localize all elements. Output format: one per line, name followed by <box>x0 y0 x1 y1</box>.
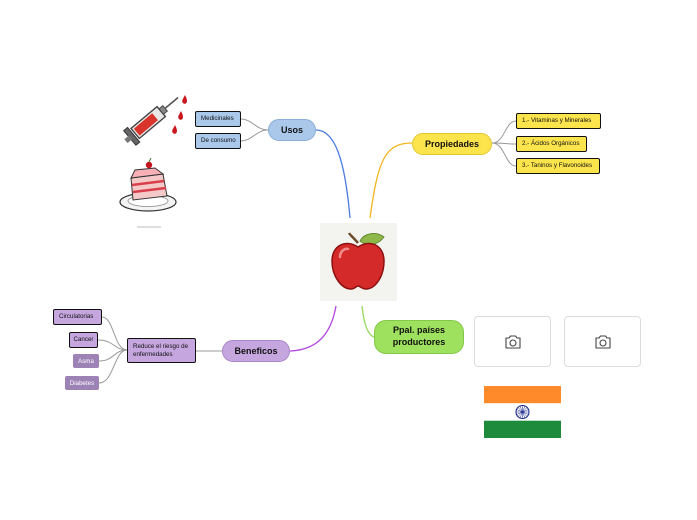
subtopic-medicinales[interactable]: Medicinales <box>195 111 241 127</box>
subtopic-asma[interactable]: Asma <box>73 354 99 368</box>
link-productores <box>361 305 375 338</box>
camera-icon <box>504 334 521 349</box>
subtopic-taninos[interactable]: 3.- Taninos y Flavonoides <box>516 158 600 174</box>
link-circulatorias <box>101 316 128 351</box>
topic-productores[interactable]: Ppal. países productores <box>374 320 464 354</box>
link-taninos <box>491 142 517 167</box>
link-usos <box>315 129 351 219</box>
subtopic-acidos-label: 2.- Ácidos Orgánicos <box>522 140 580 148</box>
subtopic-vitaminas-label: 1.- Vitaminas y Minerales <box>522 117 592 125</box>
subtopic-de-consumo[interactable]: De consumo <box>195 133 241 149</box>
topic-productores-label: Ppal. países productores <box>392 325 446 347</box>
topic-beneficos[interactable]: Beneficos <box>222 340 290 362</box>
topic-usos-label: Usos <box>280 125 303 135</box>
link-de-consumo <box>240 129 269 142</box>
link-vitaminas <box>491 120 517 144</box>
subtopic-circulatorias[interactable]: Circulatorias <box>53 309 102 325</box>
subtopic-diabetes-label: Diabetes <box>69 379 95 387</box>
photo-placeholder-2[interactable] <box>564 316 641 367</box>
subtopic-cancer[interactable]: Cancer <box>69 332 98 348</box>
cake-image[interactable] <box>115 157 182 230</box>
subtopic-reduce-riesgo[interactable]: Reduce el riesgo de enfermedades <box>127 338 196 363</box>
cake-icon <box>119 157 177 228</box>
syringe-image[interactable] <box>117 83 192 151</box>
subtopic-circulatorias-label: Circulatorias <box>59 313 94 321</box>
link-diabetes <box>98 349 128 384</box>
subtopic-vitaminas[interactable]: 1.- Vitaminas y Minerales <box>516 113 601 129</box>
topic-beneficos-label: Beneficos <box>234 346 278 356</box>
subtopic-medicinales-label: Medicinales <box>201 115 234 123</box>
subtopic-cancer-label: Cancer <box>73 336 94 344</box>
photo-placeholder-1[interactable] <box>474 316 551 367</box>
link-beneficos <box>289 305 337 352</box>
syringe-icon <box>122 95 187 146</box>
india-flag-image[interactable] <box>484 386 561 438</box>
topic-propiedades[interactable]: Propiedades <box>412 133 492 155</box>
central-apple-image[interactable] <box>320 223 397 301</box>
india-flag <box>484 386 561 438</box>
subtopic-de-consumo-label: De consumo <box>201 137 236 145</box>
apple-icon <box>331 232 385 290</box>
link-medicinales <box>240 118 269 131</box>
link-cancer <box>97 339 128 351</box>
subtopic-asma-label: Asma <box>78 357 94 365</box>
subtopic-acidos[interactable]: 2.- Ácidos Orgánicos <box>516 136 587 152</box>
subtopic-diabetes[interactable]: Diabetes <box>65 376 99 390</box>
link-propiedades <box>369 142 413 219</box>
subtopic-taninos-label: 3.- Taninos y Flavonoides <box>522 162 593 170</box>
topic-propiedades-label: Propiedades <box>424 139 480 149</box>
topic-usos[interactable]: Usos <box>268 119 316 141</box>
camera-icon <box>594 334 611 349</box>
subtopic-reduce-riesgo-label: Reduce el riesgo de enfermedades <box>133 343 189 358</box>
